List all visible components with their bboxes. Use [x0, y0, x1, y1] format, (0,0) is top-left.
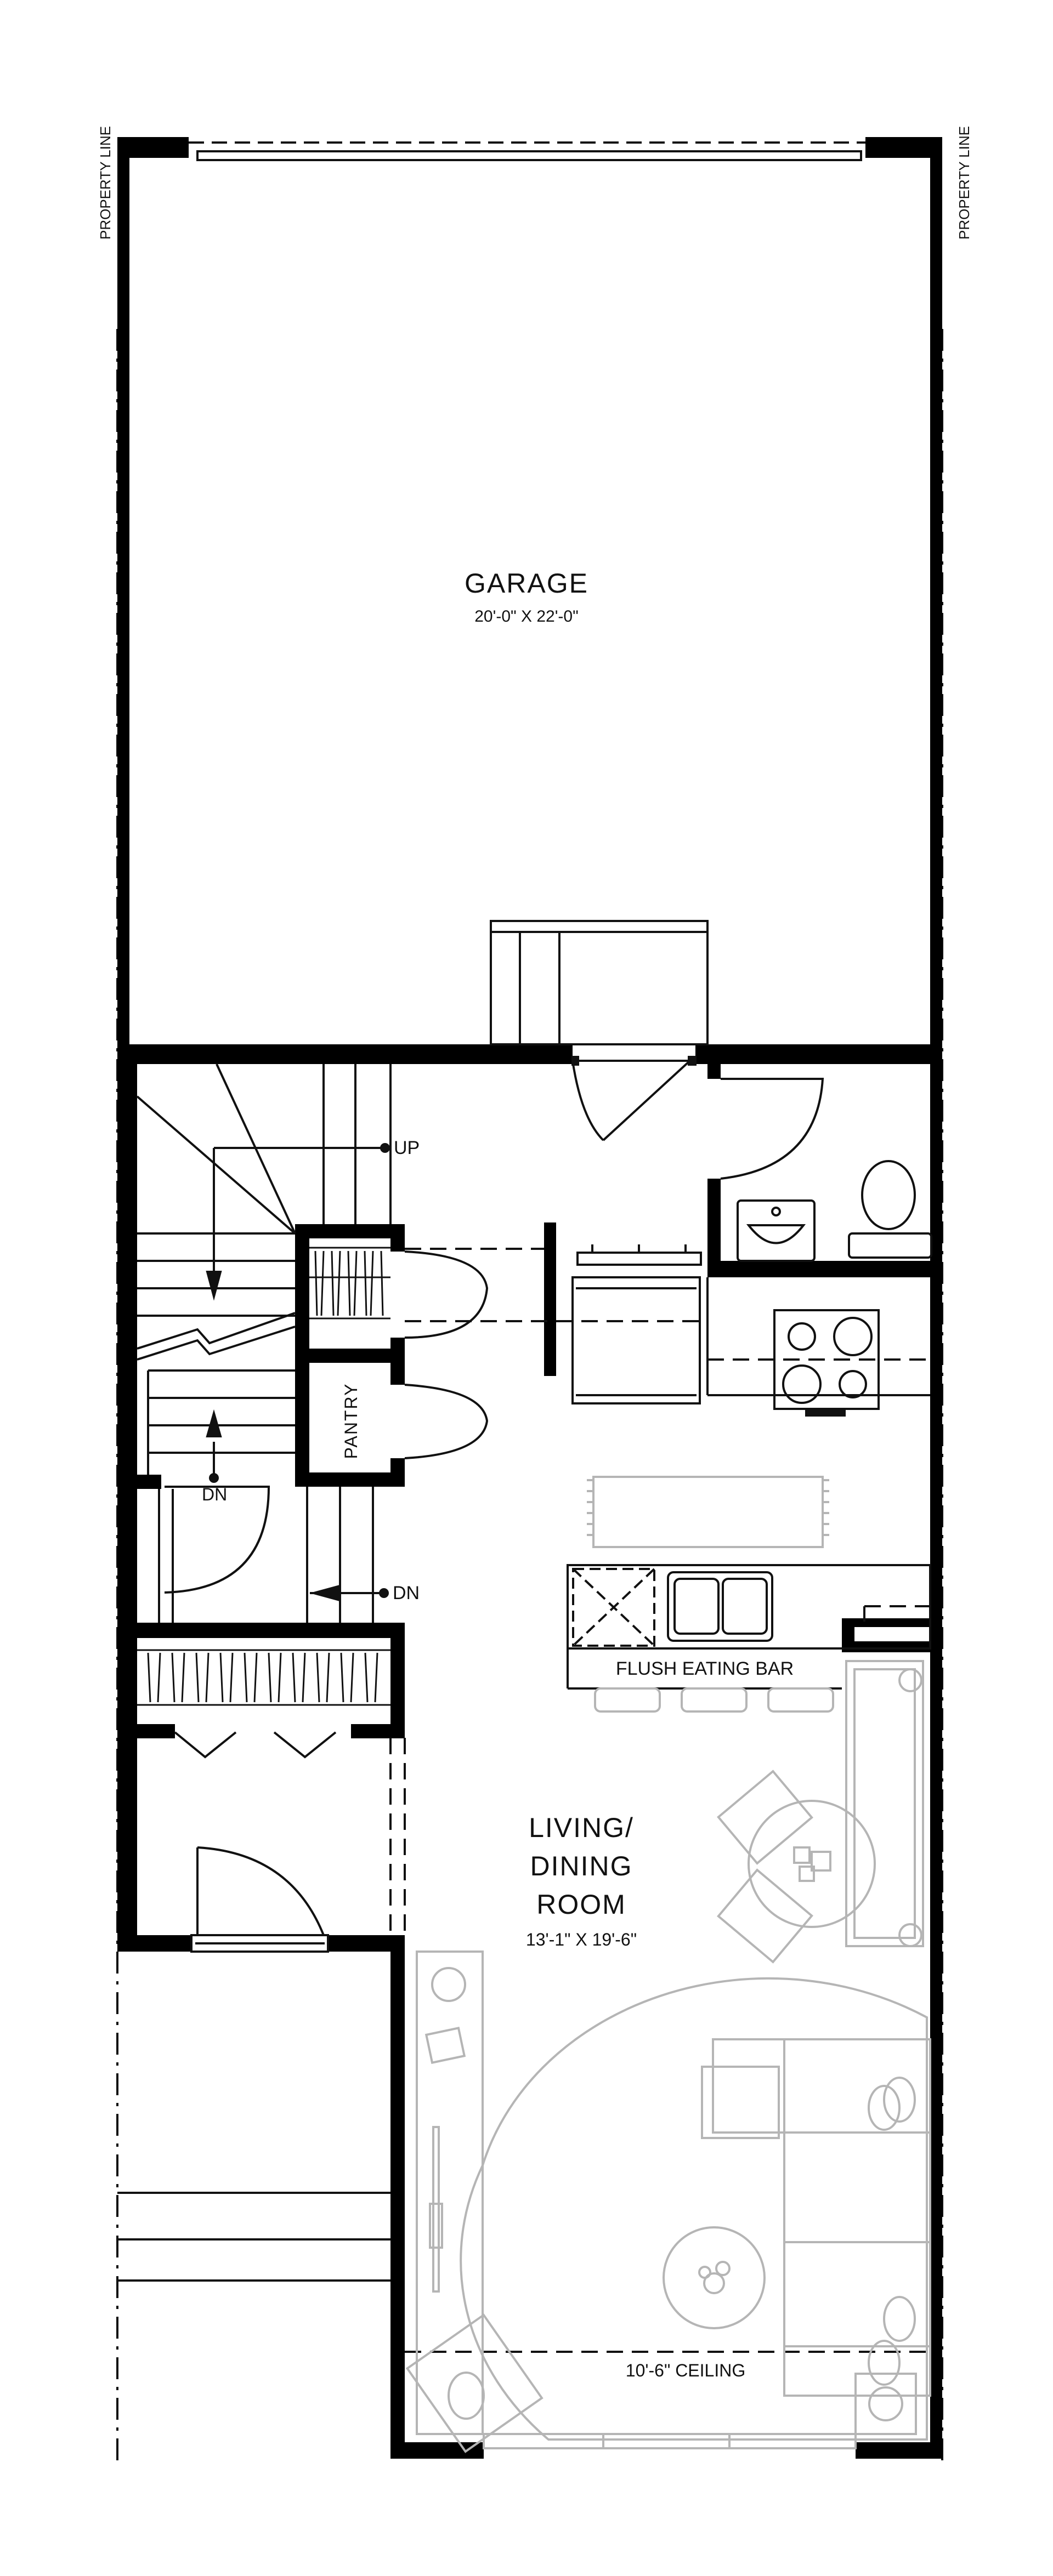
pantry-label: PANTRY	[341, 1383, 361, 1459]
wall-stair-core-right-d	[390, 1458, 405, 1487]
living-dimensions: 13'-1" X 19'-6"	[525, 1930, 637, 1949]
wall-living-bottom-left	[390, 2442, 484, 2459]
wall-house-right-lower	[930, 1620, 942, 2459]
closet-shelving	[137, 1247, 390, 1706]
garage-steps	[490, 920, 709, 1045]
garage-label: GARAGE	[465, 568, 588, 599]
walls	[117, 137, 942, 2459]
living-label-line3: ROOM	[536, 1889, 626, 1920]
wall-powder-bottom	[707, 1261, 942, 1277]
sink	[667, 1571, 773, 1642]
door-swings	[164, 1056, 824, 1953]
wall-stair-core-top	[295, 1224, 405, 1238]
stair-up-label: UP	[394, 1138, 420, 1158]
wall-closet-right	[390, 1623, 405, 1738]
wall-closet-bottom-right	[351, 1724, 405, 1738]
wall-powder-left	[707, 1179, 721, 1272]
wall-stair-core-right-a	[390, 1224, 405, 1252]
powder-fixtures	[576, 1160, 932, 1266]
eating-bar-label: FLUSH EATING BAR	[615, 1658, 794, 1679]
patio-steps	[117, 2192, 390, 2282]
wall-kitchen-stub	[544, 1222, 556, 1376]
wall-stair-core-mid	[295, 1349, 405, 1363]
wall-garage-house-b	[695, 1044, 942, 1064]
dashed-lines	[389, 1248, 930, 2353]
property-line-left-label: PROPERTY LINE	[97, 126, 114, 240]
wall-living-bottom-right	[856, 2442, 942, 2459]
wall-garage-top-right	[865, 137, 942, 158]
garage-dimensions: 20'-0" X 22'-0"	[474, 607, 579, 625]
wall-entry-living-divider	[390, 1935, 405, 2459]
bar-end-void	[854, 1627, 931, 1641]
wall-stair-core-bottom	[295, 1472, 405, 1487]
property-line-right-label: PROPERTY LINE	[956, 126, 972, 240]
wall-powder-door-jamb	[707, 1062, 721, 1079]
living-label-line1: LIVING/	[529, 1812, 634, 1843]
wall-garage-house	[117, 1044, 573, 1064]
stair-down-label-upper: DN	[202, 1485, 228, 1504]
fridge	[571, 1276, 701, 1404]
wall-closet-top	[117, 1623, 405, 1638]
wall-stair-core-right-c	[390, 1363, 405, 1385]
furniture	[405, 1476, 931, 2453]
kitchen	[571, 1276, 930, 1417]
wall-house-left	[117, 1044, 137, 1949]
dishwasher	[572, 1568, 655, 1647]
garage-door	[189, 141, 865, 161]
living-label-line2: DINING	[530, 1851, 633, 1881]
wall-garage-left	[117, 137, 129, 1047]
wall-entry-bottom-left	[117, 1935, 191, 1952]
stair-markers	[209, 1143, 390, 1598]
wall-closet-bottom-left	[117, 1724, 175, 1738]
ceiling-label: 10'-6" CEILING	[625, 2361, 746, 2380]
stair-down-label-lower: DN	[393, 1583, 420, 1603]
wall-garage-right	[930, 137, 942, 1047]
wall-garage-top-left	[117, 137, 189, 158]
stairs	[136, 1064, 392, 1623]
wall-stair-core-right-b	[390, 1338, 405, 1363]
wall-house-right	[930, 1044, 942, 1620]
wall-lower-stair-stub	[117, 1475, 161, 1489]
